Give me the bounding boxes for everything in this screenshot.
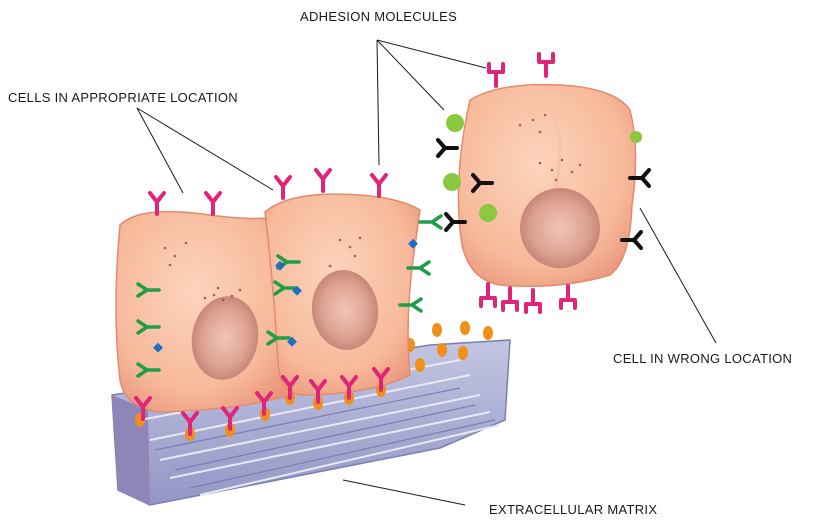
label-cell-wrong-location: CELL IN WRONG LOCATION (613, 351, 792, 366)
cell-wrong-location (458, 85, 635, 287)
label-cells-appropriate-location: CELLS IN APPROPRIATE LOCATION (8, 90, 238, 105)
label-adhesion-molecules: ADHESION MOLECULES (300, 9, 457, 24)
label-extracellular-matrix: EXTRACELLULAR MATRIX (489, 502, 657, 517)
cell-middle (265, 194, 420, 395)
cell-left (116, 212, 290, 412)
